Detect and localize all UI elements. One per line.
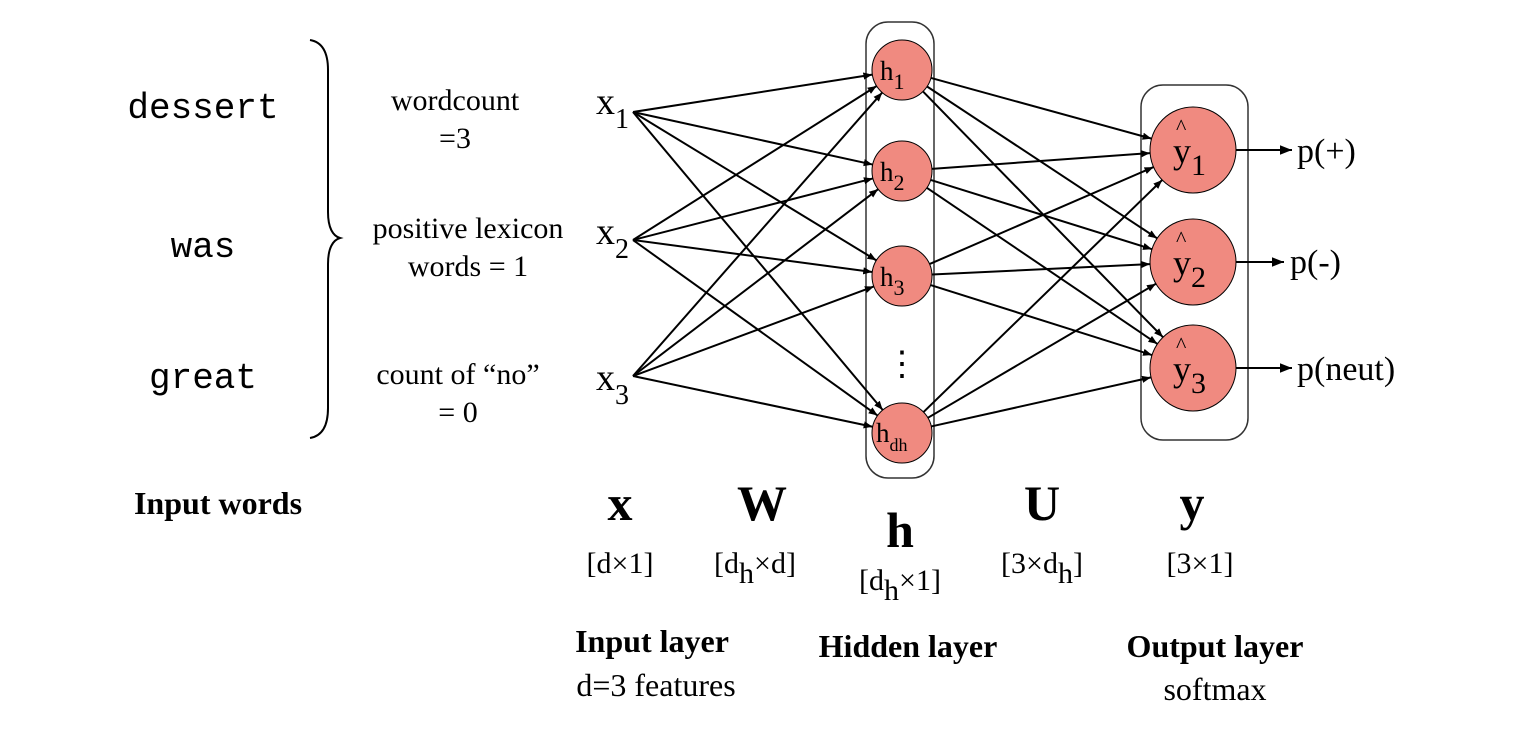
input-layer-title: Input layer [575, 623, 729, 659]
edge-h3-y3 [930, 284, 1153, 356]
feature-3-line1: count of “no” [376, 358, 539, 391]
hidden-node-h3: h3 [871, 245, 933, 307]
output-node-y3: ^ y3 [1149, 324, 1237, 412]
feature-1-line2: =3 [439, 122, 471, 155]
svg-text:h2: h2 [880, 157, 905, 195]
input-hidden-connections [632, 72, 884, 429]
hidden-ellipsis: ⋮ [885, 346, 919, 383]
edge-h2-y1 [931, 150, 1151, 170]
input-words-title: Input words [134, 485, 302, 521]
feature-1-line1: wordcount [391, 84, 520, 117]
edge-x3-h4 [632, 375, 873, 429]
input-layer-subtitle: d=3 features [576, 667, 735, 703]
feature-2-line1: positive lexicon [373, 212, 564, 245]
hidden-node-h1: h1 [871, 39, 933, 101]
edge-h1-y2 [926, 85, 1158, 240]
input-node-x3: x3 [596, 357, 629, 411]
edge-x3-h2 [632, 188, 879, 377]
edge-x1-h1 [632, 72, 873, 113]
svg-text:^: ^ [1176, 226, 1187, 251]
dim-W: [dh×d] [714, 547, 796, 590]
symbol-h: h [886, 502, 914, 558]
edge-x1-h3 [632, 111, 877, 262]
svg-text:h1: h1 [880, 56, 905, 94]
output-probability-arrows [1236, 145, 1292, 373]
svg-text:^: ^ [1176, 114, 1187, 139]
dim-U: [3×dh] [1001, 547, 1083, 590]
edge-x2-h1 [632, 85, 878, 241]
symbol-x: x [608, 475, 633, 531]
svg-text:y1: y1 [1173, 131, 1206, 182]
input-node-x2: x2 [596, 211, 629, 265]
edge-x1-h2 [632, 111, 873, 167]
feature-3-line2: = 0 [438, 396, 477, 429]
input-node-x1: x1 [596, 81, 629, 135]
output-node-y1: ^ y1 [1149, 106, 1237, 194]
edge-h4-y3 [931, 375, 1152, 428]
svg-text:hdh: hdh [876, 418, 908, 455]
input-word-dessert: dessert [127, 88, 278, 129]
input-word-was: was [171, 227, 236, 268]
hidden-node-h2: h2 [871, 140, 933, 202]
edge-h4-y2 [927, 282, 1157, 419]
output-layer-title: Output layer [1127, 628, 1304, 664]
layer-symbols: x [d×1] W [dh×d] h [dh×1] U [3×dh] y [3×… [587, 475, 1234, 607]
edge-x1-h4 [632, 111, 884, 411]
edge-h3-y1 [929, 166, 1154, 265]
feature-2-line2: words = 1 [408, 250, 528, 283]
symbol-U: U [1024, 475, 1060, 531]
feature-descriptions: wordcount =3 positive lexicon words = 1 … [373, 84, 564, 429]
symbol-W: W [737, 475, 787, 531]
hidden-layer-title: Hidden layer [819, 628, 998, 664]
output-nodes: ^ y1 ^ y2 ^ y3 [1149, 106, 1237, 412]
prob-negative: p(-) [1290, 244, 1341, 281]
svg-text:h3: h3 [880, 262, 905, 300]
output-node-y2: ^ y2 [1149, 218, 1237, 306]
prob-neutral: p(neut) [1297, 351, 1395, 388]
edge-h4-y1 [922, 179, 1163, 413]
svg-text:y2: y2 [1173, 243, 1206, 294]
edge-h3-y2 [931, 260, 1151, 276]
dim-h: [dh×1] [859, 564, 941, 607]
hidden-node-hdh: hdh [871, 402, 933, 464]
edge-h2-y2 [930, 178, 1153, 251]
svg-text:^: ^ [1176, 332, 1187, 357]
hidden-output-connections [922, 76, 1164, 428]
curly-brace [309, 39, 344, 439]
input-nodes: x1 x2 x3 [596, 81, 629, 411]
edge-h2-y3 [926, 186, 1158, 345]
edge-x2-h2 [632, 177, 874, 241]
dim-x: [d×1] [587, 547, 654, 580]
prob-positive: p(+) [1297, 133, 1356, 170]
svg-text:y3: y3 [1173, 349, 1206, 400]
edge-x3-h1 [632, 91, 883, 377]
dim-y: [3×1] [1167, 547, 1234, 580]
hidden-layer-box [865, 21, 935, 479]
output-layer-subtitle: softmax [1163, 671, 1266, 707]
probability-labels: p(+) p(-) p(neut) [1290, 133, 1395, 388]
edge-x2-h3 [632, 239, 873, 275]
input-words: dessert was great Input words [127, 88, 302, 521]
edge-x2-h4 [632, 239, 879, 417]
hidden-nodes: h1 h2 h3 ⋮ hdh [871, 39, 933, 464]
edge-h1-y1 [930, 76, 1152, 140]
layer-titles: Input layer d=3 features Hidden layer Ou… [575, 623, 1303, 707]
symbol-y: y [1180, 475, 1205, 531]
input-word-great: great [149, 358, 257, 399]
edge-x3-h3 [632, 285, 875, 377]
